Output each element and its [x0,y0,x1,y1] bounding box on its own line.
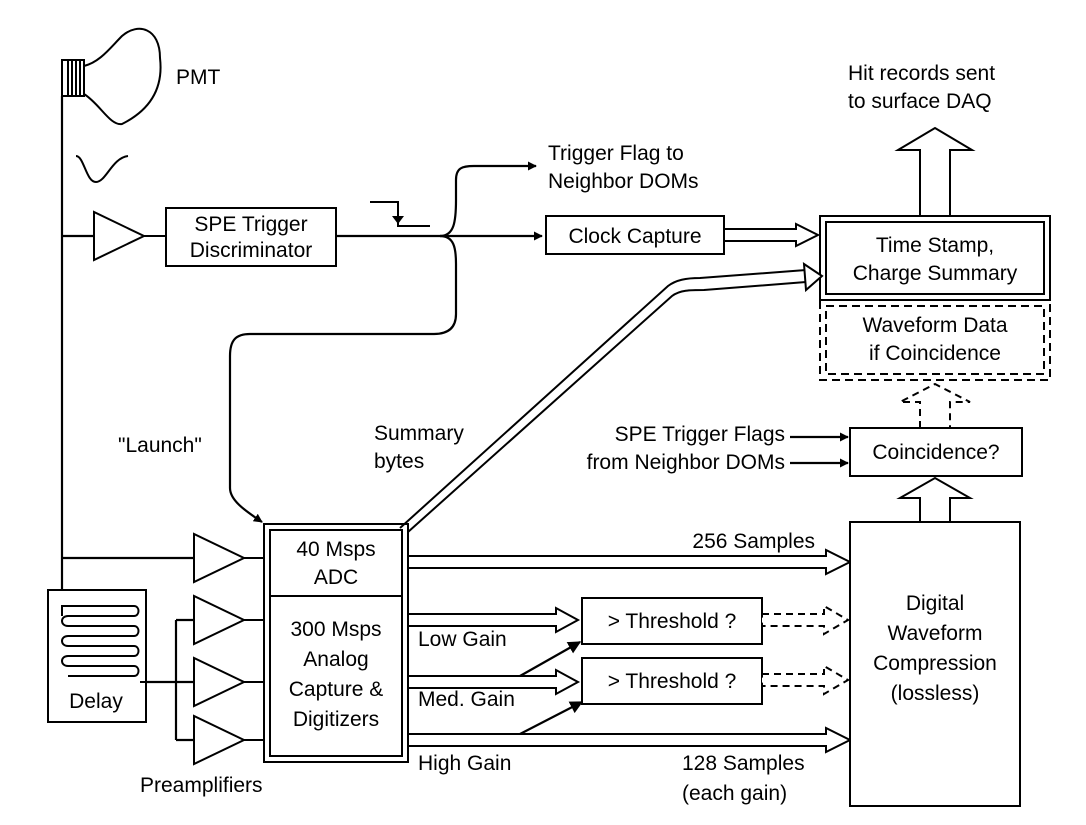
time-stamp-box-outer [819,215,1051,301]
preamplifiers-label: Preamplifiers [140,774,263,797]
preamp-low-icon [193,594,247,646]
hit-records-label-2: to surface DAQ [848,90,992,113]
threshold-label-2: > Threshold ? [608,670,737,693]
preamp-high-icon [193,714,247,766]
trigger-flag-line [439,161,537,238]
coincidence-box [849,427,1023,477]
bytes-label: bytes [374,450,424,473]
trigger-flag-label-1: Trigger Flag to [548,142,684,165]
compression-to-coincidence-arrow [896,476,974,523]
launch-line [228,234,458,523]
waveform-data-box-outer [819,299,1051,381]
high-gain-arrow [407,726,853,754]
clock-capture-label: Clock Capture [568,225,701,248]
low-gain-label: Low Gain [418,628,507,651]
threshold-box-2 [581,657,763,705]
med-gain-arrow [407,668,581,696]
adc300-label-2: Analog [303,648,368,671]
spe-flags-label-2: from Neighbor DOMs [587,451,785,474]
logic-pulse-icon [370,201,430,227]
adc300-label-3: Capture & [289,678,384,701]
adc40-label-2: ADC [314,566,358,589]
digital-waveform-compression-box [849,521,1021,807]
pmt-signal-line [60,96,194,560]
med-gain-label: Med. Gain [418,688,515,711]
trigger-flag-label-2: Neighbor DOMs [548,170,699,193]
adc300-label-4: Digitizers [293,708,379,731]
charge-summary-label: Charge Summary [853,262,1018,285]
pmt-icon [61,27,162,126]
adc300-label-1: 300 Msps [290,618,381,641]
summary-bytes-line-b [407,281,807,533]
coincidence-label: Coincidence? [872,441,999,464]
preamp-med-icon [193,656,247,708]
samples-256-label: 256 Samples [692,530,815,553]
waveform-data-label: Waveform Data [862,314,1007,337]
pulse-waveform-icon [75,155,129,184]
delay-line-icon [61,605,140,677]
dwc-label-3: Compression [873,652,997,675]
threshold2-to-compression-arrow [761,664,850,696]
adc40-label-1: 40 Msps [296,538,375,561]
adc-box-outer [263,523,409,763]
hit-records-up-arrow [894,126,976,217]
dwc-label-2: Waveform [888,622,983,645]
clock-to-timestamp-arrow [723,222,821,248]
hit-records-label-1: Hit records sent [848,62,995,85]
med-to-threshold1-arrow [519,641,582,677]
samples-256-arrow [407,548,853,576]
threshold1-to-compression-arrow [761,604,850,636]
samples-128-label-1: 128 Samples [682,752,805,775]
dwc-label-1: Digital [906,592,964,615]
clock-capture-box [545,215,725,255]
adc-box-inner [269,529,403,757]
adc-preamp-icon [193,532,247,584]
high-gain-label: High Gain [418,752,511,775]
summary-label: Summary [374,422,464,445]
discriminator-label: Discriminator [190,239,313,262]
high-to-threshold2-arrow [519,701,584,735]
preamp-split-line [140,618,194,742]
spe-flags-label-1: SPE Trigger Flags [615,423,785,446]
pmt-label: PMT [176,66,221,89]
trigger-amplifier-icon [93,210,147,262]
threshold-label-1: > Threshold ? [608,610,737,633]
dwc-label-4: (lossless) [891,682,980,705]
time-stamp-box-inner [825,221,1045,295]
samples-128-label-2: (each gain) [682,782,787,805]
waveform-data-box-inner [825,305,1045,375]
summary-bytes-line-a [399,269,807,529]
launch-label: "Launch" [118,434,202,457]
if-coincidence-label: if Coincidence [869,342,1001,365]
spe-trigger-label: SPE Trigger [194,213,307,236]
delay-label: Delay [69,690,123,713]
coincidence-to-waveform-arrow [899,382,971,429]
low-gain-arrow [407,606,581,634]
time-stamp-label: Time Stamp, [876,234,994,257]
